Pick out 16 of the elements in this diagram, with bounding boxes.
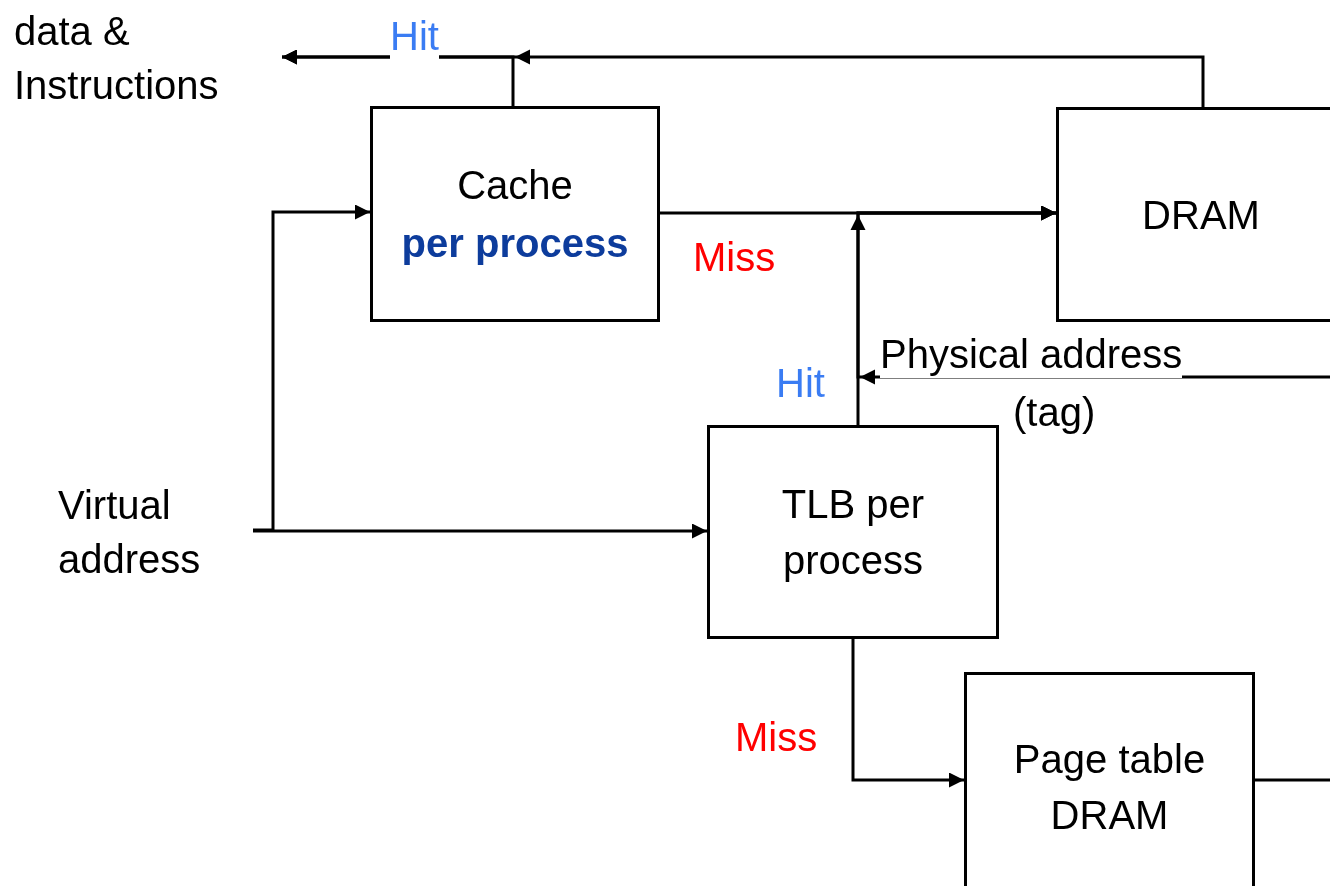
box-title: TLB per process — [780, 481, 926, 584]
box-title: Cache — [457, 162, 573, 209]
arrow — [253, 204, 370, 532]
page-table-box — [964, 672, 1255, 886]
arrow — [253, 523, 707, 539]
output-label: data & Instructions — [14, 4, 282, 114]
box-title: Page table DRAM — [1012, 736, 1207, 839]
tlb-box — [707, 425, 999, 639]
box-title: DRAM — [1142, 191, 1260, 239]
cache-box — [370, 106, 660, 322]
dram-box — [1056, 107, 1330, 322]
input-label: Virtual address — [58, 478, 253, 588]
arrow — [856, 205, 1330, 782]
box-subtitle: per process — [401, 220, 629, 267]
arrow — [851, 639, 964, 788]
arrow — [282, 49, 1205, 107]
